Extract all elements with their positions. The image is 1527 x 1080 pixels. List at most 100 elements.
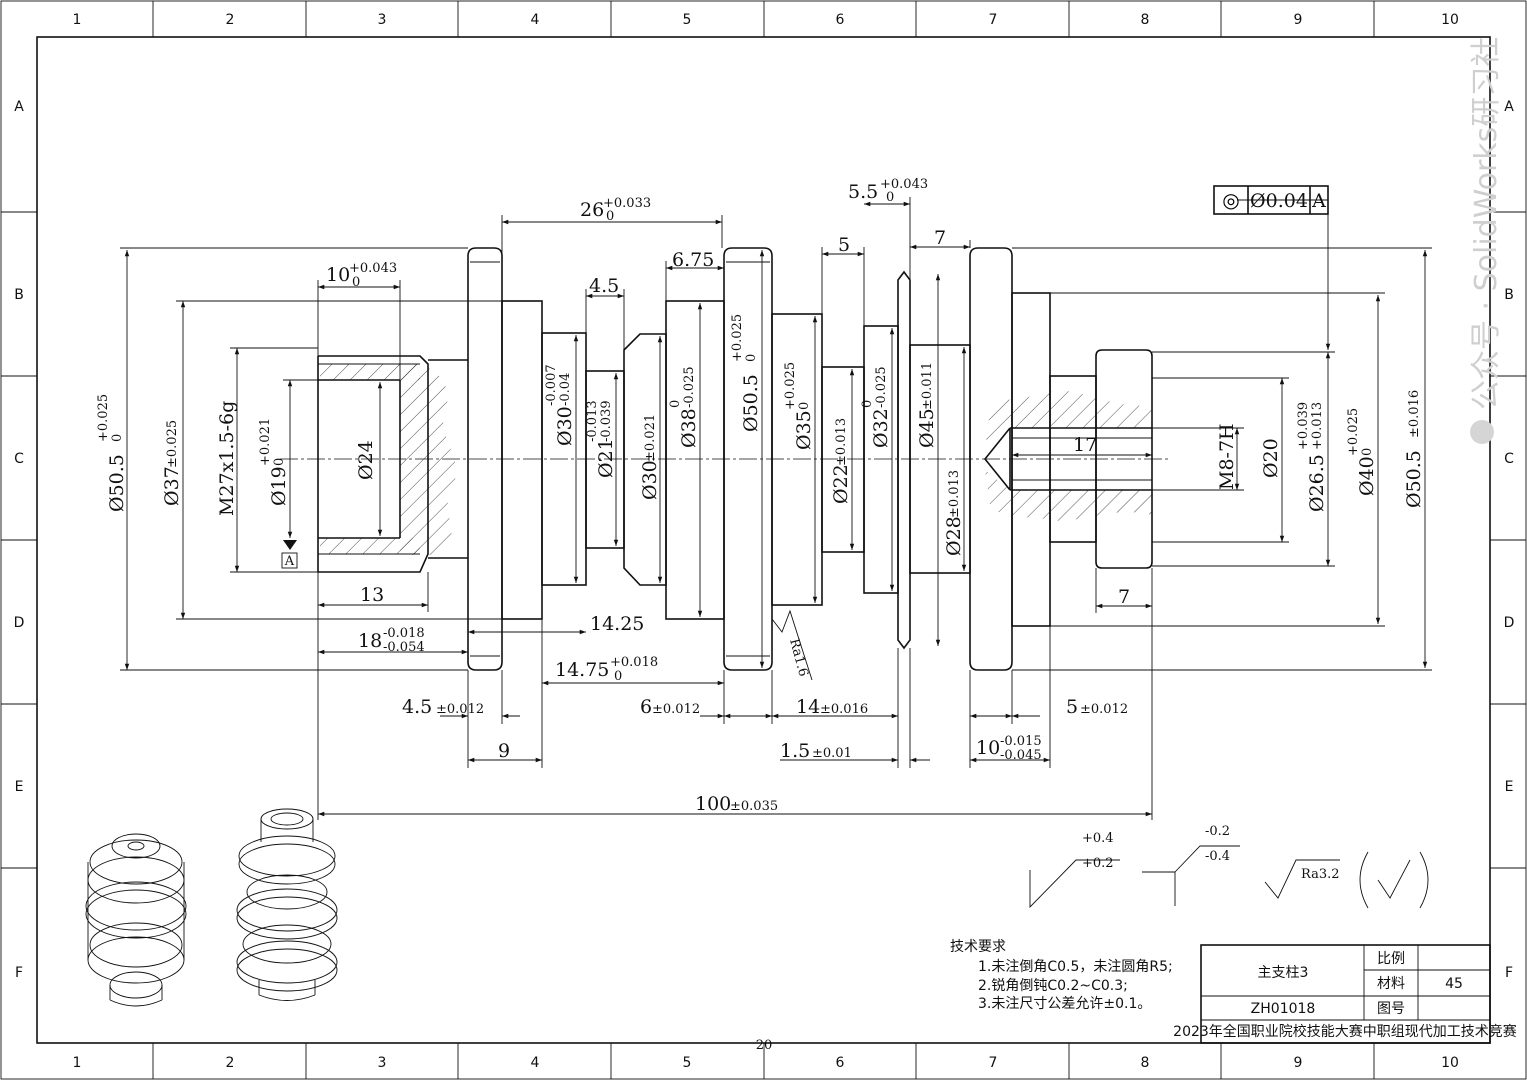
tol-up: +0.039 <box>1296 402 1311 450</box>
note-item: 2.锐角倒钝C0.2~C0.3; <box>978 978 1128 994</box>
datum-marker: A <box>281 540 298 569</box>
grid-col-bottom: 5 <box>683 1055 692 1071</box>
watermark-text: 公众号 · SolidWorks研习社 <box>1469 37 1504 410</box>
tol-up: +0.033 <box>603 196 651 211</box>
dim-d38: Ø38 <box>678 408 700 448</box>
tol-up: +0.025 <box>730 314 745 362</box>
grid-col-bottom: 6 <box>836 1055 845 1071</box>
tol-lo: 0 <box>110 434 125 442</box>
tol-up: +0.021 <box>258 418 273 466</box>
tol: ±0.016 <box>1407 390 1422 438</box>
tol-up: -0.007 <box>544 364 559 406</box>
dim-w13: 13 <box>360 584 384 606</box>
grid-row-right: A <box>1504 99 1514 115</box>
grid-col-top: 1 <box>73 12 82 28</box>
tol-up: -0.018 <box>383 626 425 641</box>
dim-w6: 6 <box>640 696 652 718</box>
scale-label: 比例 <box>1377 951 1405 967</box>
watermark: 公众号 · SolidWorks研习社 <box>1469 37 1504 444</box>
tol-lo: -0.025 <box>874 366 889 408</box>
tol: ±0.035 <box>730 799 778 814</box>
tol-lo: 0 <box>606 209 614 224</box>
dim-d19: Ø19 <box>268 466 290 506</box>
drawing-no-label: 图号 <box>1377 1001 1405 1017</box>
legend-ra: Ra3.2 <box>1301 867 1340 882</box>
concentricity-frame: ◎ Ø0.04 A <box>1213 185 1329 215</box>
dim-w10b: 10 <box>976 737 1000 759</box>
notes-title: 技术要求 <box>950 939 1006 955</box>
dim-m8: M8-7H <box>1216 423 1238 490</box>
isometric-view-1 <box>85 833 187 1007</box>
tol-lo: -0.039 <box>599 400 614 442</box>
grid-col-top: 4 <box>531 12 540 28</box>
grid-labels: 1 2 3 4 5 6 7 8 9 10 1 2 3 4 5 6 7 8 9 1… <box>14 12 1515 1071</box>
tol-lo: +0.013 <box>1310 402 1325 450</box>
datum-label: A <box>284 554 295 569</box>
dim-w26: 26 <box>580 199 604 221</box>
dim-w100: 100 <box>695 793 731 815</box>
tol: ±0.021 <box>643 414 658 462</box>
dim-d24: Ø24 <box>355 440 377 480</box>
note-item: 3.未注尺寸公差允许±0.1。 <box>978 996 1151 1012</box>
tol-lo: -0.054 <box>383 640 425 655</box>
tol-lo: -0.025 <box>682 366 697 408</box>
grid-col-bottom: 9 <box>1294 1055 1303 1071</box>
dim-w18: 18 <box>358 630 382 652</box>
grid-col-top: 3 <box>378 12 387 28</box>
dim-w5b: 5 <box>1066 696 1078 718</box>
tol-up: +0.025 <box>96 394 111 442</box>
dim-d30b: Ø30 <box>639 460 661 500</box>
tol: ±0.01 <box>812 746 852 761</box>
grid-row-right: F <box>1505 965 1513 981</box>
material-label: 材料 <box>1377 976 1405 992</box>
grid-row-left: F <box>15 965 23 981</box>
grid-col-bottom: 2 <box>226 1055 235 1071</box>
grid-row-left: A <box>14 99 24 115</box>
dim-d30a: Ø30 <box>554 406 576 446</box>
diameter-dimension-lines <box>120 247 1432 671</box>
tol: ±0.012 <box>436 702 484 717</box>
tolerance-datum: A <box>1311 190 1326 212</box>
grid-col-bottom: 4 <box>531 1055 540 1071</box>
tol: ±0.016 <box>820 702 868 717</box>
dim-w5-5: 5.5 <box>848 181 878 203</box>
horizontal-dimension-texts: 10 +0.043 0 13 18 -0.018 -0.054 26 +0.03… <box>326 177 1130 815</box>
material-value: 45 <box>1445 976 1463 992</box>
dim-w14: 14 <box>796 696 820 718</box>
dim-w4-5b: 4.5 <box>402 696 432 718</box>
tol-up: -0.013 <box>585 400 600 442</box>
tol-up: +0.025 <box>1346 408 1361 456</box>
grid-col-top: 10 <box>1441 12 1459 28</box>
grid-col-bottom: 7 <box>989 1055 998 1071</box>
legend-tol2-up: -0.2 <box>1205 824 1230 839</box>
dim-d26-5: Ø26.5 <box>1306 454 1328 512</box>
dim-d45: Ø45 <box>916 408 938 448</box>
dim-d50-5-left: Ø50.5 <box>106 454 128 512</box>
dim-w4-5a: 4.5 <box>589 275 619 297</box>
dim-d37: Ø37 <box>161 466 183 506</box>
grid-row-right: C <box>1504 451 1514 467</box>
grid-row-right: D <box>1504 615 1515 631</box>
grid-col-bottom: 1 <box>73 1055 82 1071</box>
dim-w6-75: 6.75 <box>672 249 714 271</box>
legend-tol1-lo: +0.2 <box>1082 856 1114 871</box>
grid-col-bottom: 10 <box>1441 1055 1459 1071</box>
dim-w14-75: 14.75 <box>555 659 609 681</box>
grid-row-left: C <box>14 451 24 467</box>
grid-col-bottom: 8 <box>1141 1055 1150 1071</box>
dim-w7-top: 7 <box>934 227 946 249</box>
competition-name: 2023年全国职业院校技能大赛中职组现代加工技术竞赛 <box>1173 1023 1517 1040</box>
grid-col-top: 2 <box>226 12 235 28</box>
dim-d50-5-mid: Ø50.5 <box>740 374 762 432</box>
tol-lo: -0.045 <box>1000 748 1042 763</box>
dim-w9: 9 <box>498 740 510 762</box>
tol-up: +0.043 <box>880 177 928 192</box>
grid-col-top: 6 <box>836 12 845 28</box>
grid-col-top: 7 <box>989 12 998 28</box>
part-name: 主支柱3 <box>1258 965 1309 981</box>
tol-lo: 0 <box>1360 448 1375 456</box>
tol: ±0.013 <box>947 470 962 518</box>
dim-d22: Ø22 <box>830 464 852 504</box>
dim-w7-bot: 7 <box>1118 586 1130 608</box>
